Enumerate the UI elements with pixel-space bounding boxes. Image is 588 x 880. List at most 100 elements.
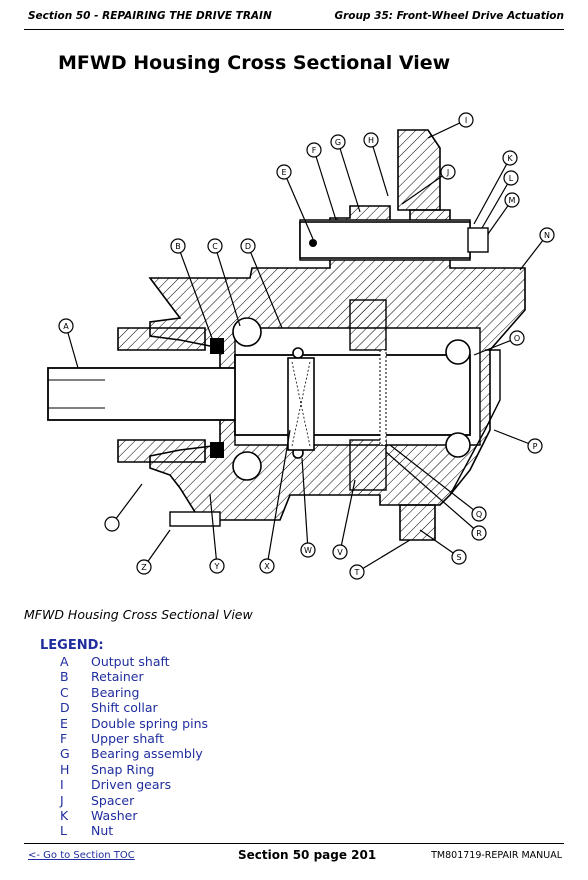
legend-letter: I bbox=[60, 777, 64, 793]
legend-item: H Snap Ring bbox=[60, 762, 208, 777]
callout-l bbox=[503, 170, 519, 186]
legend-label: Driven gears bbox=[91, 777, 172, 793]
callout-label: Z bbox=[141, 563, 147, 572]
callout-z bbox=[104, 516, 120, 532]
legend-label: Shift collar bbox=[91, 700, 158, 716]
legend-label: Output shaft bbox=[91, 654, 170, 669]
callout-k bbox=[502, 150, 518, 166]
callout-label: J bbox=[446, 168, 449, 177]
callout-p bbox=[527, 438, 543, 454]
legend-item: K Washer bbox=[60, 808, 208, 823]
callout-j bbox=[440, 164, 456, 180]
callout-label: Q bbox=[476, 510, 482, 519]
callout-label: T bbox=[354, 568, 360, 577]
callout-label: G bbox=[335, 138, 341, 147]
callout-g bbox=[330, 134, 346, 150]
callout-v bbox=[300, 542, 316, 558]
callout-r bbox=[471, 525, 487, 541]
callout-label: D bbox=[245, 242, 251, 251]
callout-x bbox=[209, 558, 225, 574]
callout-label: S bbox=[456, 553, 461, 562]
callout-m bbox=[504, 192, 520, 208]
legend-title: LEGEND: bbox=[40, 638, 104, 653]
legend-item: L Nut bbox=[60, 823, 208, 838]
legend-item: G Bearing assembly bbox=[60, 746, 208, 761]
callout-label: X bbox=[264, 562, 270, 571]
header-group: Group 35: Front-Wheel Drive Actuation bbox=[334, 10, 565, 22]
callout-label: B bbox=[175, 242, 181, 251]
header-section: Section 50 - REPAIRING THE DRIVE TRAIN bbox=[28, 10, 272, 22]
figure-caption: MFWD Housing Cross Sectional View bbox=[24, 607, 253, 622]
callout-label: I bbox=[465, 116, 467, 125]
legend-label: Retainer bbox=[91, 669, 144, 685]
legend-item: B Retainer bbox=[60, 669, 208, 684]
callout-label: N bbox=[544, 231, 550, 240]
callout-q bbox=[471, 506, 487, 522]
legend-label: Double spring pins bbox=[91, 715, 208, 731]
manual-id: TM801719-REPAIR MANUAL bbox=[431, 850, 562, 861]
callout-label: H bbox=[368, 136, 374, 145]
legend-letter: B bbox=[60, 669, 69, 685]
legend-letter: H bbox=[60, 761, 70, 777]
legend-item: D Shift collar bbox=[60, 700, 208, 715]
legend-letter: L bbox=[60, 823, 67, 839]
legend-list: A Output shaft B Retainer C Bearing D Shift … bbox=[60, 654, 208, 839]
callout-h bbox=[363, 132, 379, 148]
callout-label: L bbox=[509, 174, 514, 183]
legend-letter: G bbox=[60, 746, 70, 762]
page-title: MFWD Housing Cross Sectional View bbox=[58, 52, 451, 74]
callout-y bbox=[136, 559, 152, 575]
callout-label: O bbox=[514, 334, 520, 343]
callout-label: W bbox=[304, 546, 312, 555]
header-divider bbox=[24, 29, 564, 30]
cross-section-figure: A B C D E F G H I J K L M N O P Q R S T … bbox=[30, 100, 570, 590]
callout-d bbox=[240, 238, 256, 254]
callout-u bbox=[332, 544, 348, 560]
callout-label: K bbox=[507, 154, 513, 163]
legend-label: Snap Ring bbox=[91, 761, 155, 777]
cross-section-drawing: A B C D E F G H I J K L M N O P Q R S T … bbox=[47, 112, 555, 580]
callout-n bbox=[539, 227, 555, 243]
legend-letter: E bbox=[60, 715, 68, 731]
callout-label: P bbox=[533, 442, 538, 451]
callout-f bbox=[306, 142, 322, 158]
section-toc-link[interactable]: <- Go to Section TOC bbox=[28, 850, 135, 861]
callout-label: F bbox=[312, 146, 317, 155]
callout-label: Y bbox=[214, 562, 220, 571]
callout-label: E bbox=[281, 168, 286, 177]
legend-label: Washer bbox=[91, 807, 138, 823]
callout-o bbox=[509, 330, 525, 346]
callout-label: C bbox=[212, 242, 218, 251]
legend-label: Upper shaft bbox=[91, 730, 164, 746]
legend-item: C Bearing bbox=[60, 685, 208, 700]
legend-letter: K bbox=[60, 807, 69, 823]
callout-label: M bbox=[509, 196, 516, 205]
legend-label: Bearing bbox=[91, 684, 140, 700]
legend-item: I Driven gears bbox=[60, 777, 208, 792]
legend-letter: C bbox=[60, 684, 69, 700]
footer-divider bbox=[24, 843, 564, 844]
callout-i bbox=[458, 112, 474, 128]
legend-label: Spacer bbox=[91, 792, 135, 808]
callout-label: R bbox=[476, 529, 482, 538]
legend-letter: F bbox=[60, 730, 68, 746]
legend-item: J Spacer bbox=[60, 793, 208, 808]
page-number: Section 50 page 201 bbox=[238, 848, 377, 862]
callout-e bbox=[276, 164, 292, 180]
legend-letter: A bbox=[60, 654, 69, 669]
callout-t bbox=[349, 564, 365, 580]
legend-label: Bearing assembly bbox=[91, 746, 203, 762]
callout-w bbox=[259, 558, 275, 574]
legend-label: Nut bbox=[91, 823, 114, 839]
legend-item: F Upper shaft bbox=[60, 731, 208, 746]
callout-c bbox=[207, 238, 223, 254]
legend-letter: D bbox=[60, 700, 70, 716]
legend-item: E Double spring pins bbox=[60, 716, 208, 731]
legend-item: A Output shaft bbox=[60, 654, 208, 669]
callout-b bbox=[170, 238, 186, 254]
legend-letter: J bbox=[60, 792, 64, 808]
callout-a bbox=[58, 318, 74, 334]
callout-label: A bbox=[63, 322, 69, 331]
callout-label: V bbox=[337, 548, 343, 557]
callout-s bbox=[451, 549, 467, 565]
